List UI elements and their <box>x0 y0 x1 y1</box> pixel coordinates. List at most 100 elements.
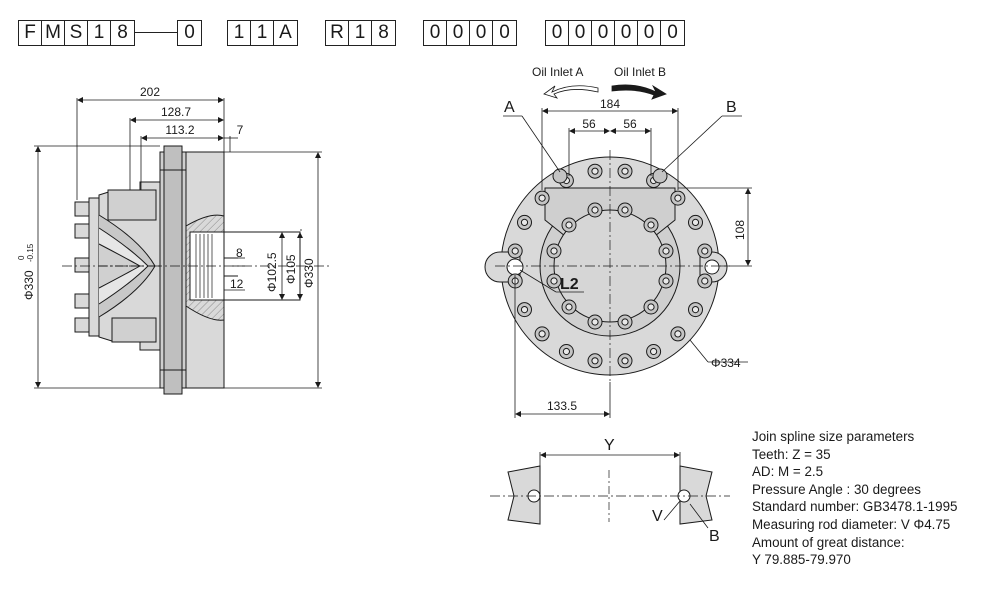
dim-7: 7 <box>237 123 244 137</box>
dim-202: 202 <box>140 85 160 99</box>
spec-pressure-angle: Pressure Angle : 30 degrees <box>752 481 921 497</box>
spec-standard: Standard number: GB3478.1-1995 <box>752 499 958 515</box>
bolt-hole <box>701 277 709 285</box>
label-b-spline: B <box>709 528 720 545</box>
bolt-hole <box>674 330 682 338</box>
code-cell: 0 <box>470 21 493 45</box>
arrow-right-icon <box>611 84 667 100</box>
code-cell: 0 <box>569 21 592 45</box>
code-cell: 0 <box>447 21 470 45</box>
label-y: Y <box>604 437 615 454</box>
bolt-hole <box>650 347 658 356</box>
bolt-hole <box>565 303 573 311</box>
dim-phi330-right: Φ330 <box>302 258 316 288</box>
dim-phi330-left: Φ330 <box>22 270 36 300</box>
code-cell: M <box>42 21 65 45</box>
code-group-4: R 1 8 <box>325 20 396 46</box>
front-dimensions <box>503 108 752 418</box>
spline-dimensions <box>490 452 730 529</box>
code-cell: S <box>65 21 88 45</box>
bolt-hole <box>621 318 629 326</box>
spec-teeth: Teeth: Z = 35 <box>752 446 831 462</box>
bolt-hole <box>538 330 546 338</box>
dim-113-2: 113.2 <box>165 123 194 137</box>
code-cell: 0 <box>638 21 661 45</box>
code-dash <box>135 32 177 33</box>
bolt-hole <box>550 247 558 255</box>
dim-56-right: 56 <box>623 117 637 131</box>
code-cell: 0 <box>667 22 678 43</box>
spline-right-segment <box>679 465 713 525</box>
dim-108: 108 <box>733 220 747 240</box>
tol-lower: -0.15 <box>26 243 35 262</box>
code-cell: F <box>19 21 42 45</box>
bolt-hole <box>621 167 629 175</box>
code-cell: 0 <box>424 21 447 45</box>
oil-inlet-b: Oil Inlet B <box>614 65 666 79</box>
code-cell: 0 <box>592 21 615 45</box>
bolt-hole <box>674 194 682 202</box>
label-v: V <box>652 508 663 525</box>
bolt-hole <box>647 303 655 311</box>
bolt-hole <box>621 206 629 214</box>
arrow-left-icon <box>543 85 599 99</box>
dim-phi334: Φ334 <box>711 356 741 370</box>
code-group-3: 1 1 A <box>227 20 298 46</box>
code-cell: 1 <box>251 21 274 45</box>
code-group-1: F M S 1 8 <box>18 20 135 46</box>
dim-128-7: 128.7 <box>161 105 191 119</box>
dim-56-left: 56 <box>582 117 596 131</box>
bolt-hole <box>591 318 599 326</box>
code-cell: 1 <box>88 21 111 45</box>
dim-8: 8 <box>236 246 243 260</box>
oil-inlet-arrows <box>543 84 667 100</box>
front-centerlines <box>495 150 730 382</box>
code-group-2: 0 <box>177 20 202 46</box>
code-cell: R <box>326 21 349 45</box>
spline-left-segment <box>507 465 541 525</box>
bolt-hole <box>591 167 599 175</box>
code-cell: 8 <box>378 22 389 43</box>
bolt-hole <box>662 277 670 285</box>
code-cell: 0 <box>615 21 638 45</box>
code-cell: 0 <box>184 22 195 43</box>
code-cell: 1 <box>228 21 251 45</box>
bolt-hole <box>691 306 700 314</box>
bolt-hole <box>550 277 558 285</box>
bolt-hole <box>701 247 709 255</box>
spline-labels: Y V B <box>604 437 720 545</box>
dim-133-5: 133.5 <box>547 399 577 413</box>
spec-distance-label: Amount of great distance: <box>752 534 905 550</box>
bolt-hole <box>591 357 599 365</box>
bolt-hole <box>520 306 529 314</box>
bolt-hole <box>647 221 655 229</box>
bolt-hole <box>538 194 546 202</box>
tol-upper: 0 <box>17 255 26 260</box>
code-group-5: 0 0 0 0 <box>423 20 517 46</box>
label-a: A <box>504 99 515 116</box>
side-view <box>62 145 330 395</box>
side-dimension-labels: 202 128.7 113.2 7 8 12 Φ102.5 Φ105 Φ330 … <box>17 85 316 300</box>
oil-inlet-a: Oil Inlet A <box>532 65 583 79</box>
spec-module: AD: M = 2.5 <box>752 464 824 480</box>
code-cell: 1 <box>349 21 372 45</box>
bolt-hole <box>591 206 599 214</box>
label-l2: L2 <box>560 276 579 293</box>
bolt-hole <box>662 247 670 255</box>
spec-title: Join spline size parameters <box>752 429 915 444</box>
dim-phi102-5: Φ102.5 <box>265 252 279 292</box>
side-dimensions <box>34 97 322 389</box>
label-b: B <box>726 99 737 116</box>
code-cell: A <box>279 22 292 43</box>
bolt-hole <box>562 347 571 356</box>
spline-view <box>507 465 713 525</box>
dim-12: 12 <box>230 277 244 291</box>
code-cell: 0 <box>499 22 510 43</box>
spec-distance-value: Y 79.885-79.970 <box>752 552 851 568</box>
inner-bolt-ring <box>546 202 674 330</box>
rear-bolts <box>74 197 100 337</box>
dim-phi105: Φ105 <box>284 254 298 284</box>
code-cell: 0 <box>546 21 569 45</box>
bolt-hole <box>621 357 629 365</box>
